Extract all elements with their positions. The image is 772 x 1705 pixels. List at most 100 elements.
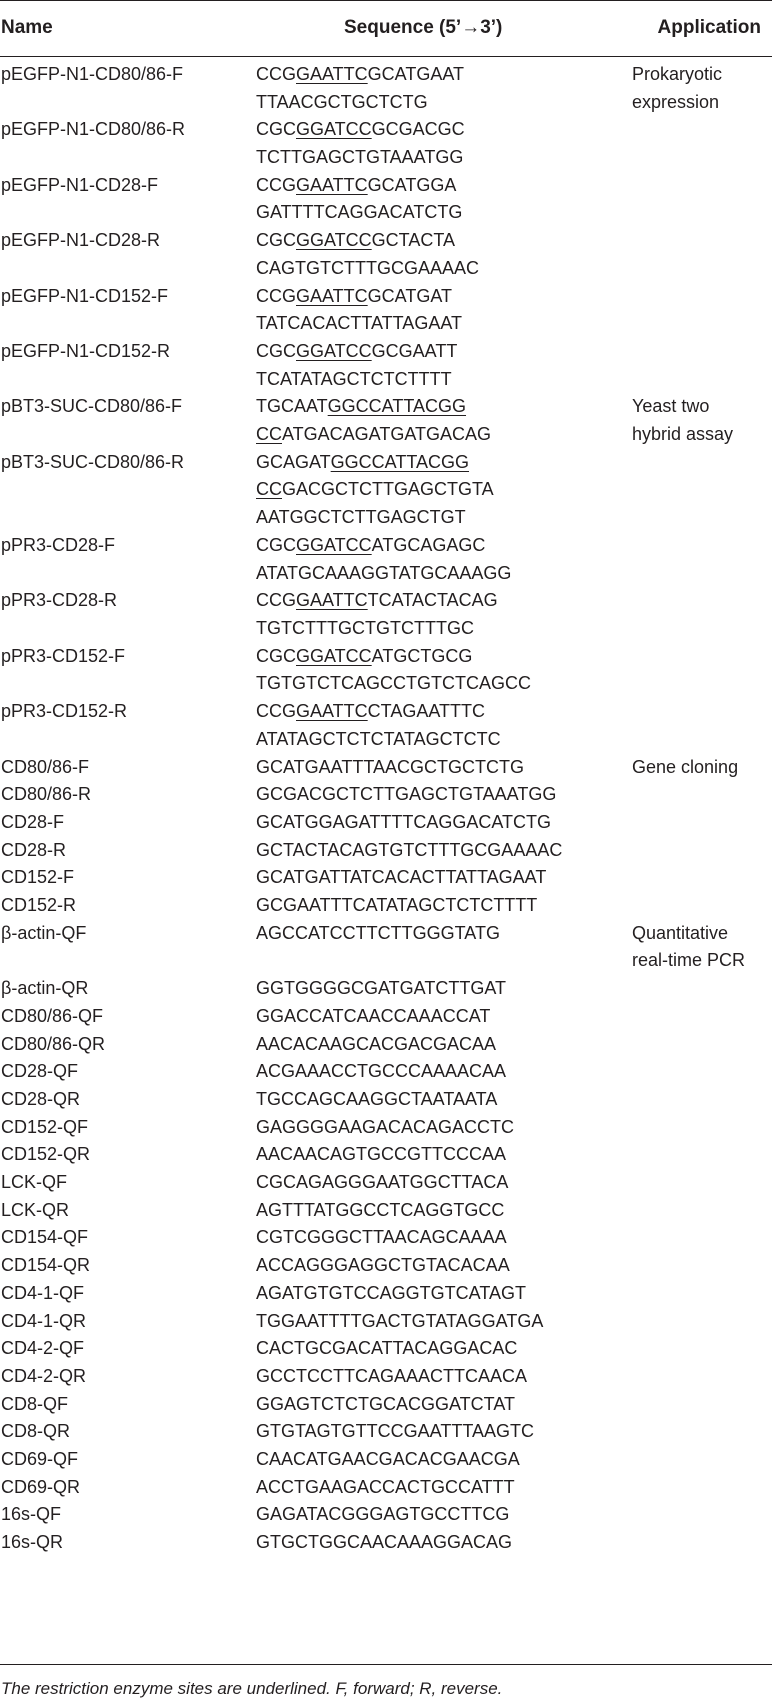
restriction-site: GGCCATTACGG xyxy=(327,396,467,417)
primer-sequence: GTGTAGTGTTCCGAATTTAAGTC xyxy=(256,1421,534,1442)
primer-name: CD154-QR xyxy=(1,1255,91,1276)
primer-name: pEGFP-N1-CD80/86-F xyxy=(1,64,184,84)
primer-name: pPR3-CD152-F xyxy=(1,645,126,666)
primer-sequence: GGTGGGGCGATGATCTTGAT xyxy=(256,978,506,999)
table-row: CD69-QF CAACATGAACGACACGAACGA xyxy=(0,1446,772,1474)
restriction-site: GGATCC xyxy=(296,119,372,140)
primer-sequence: CAACATGAACGACACGAACGA xyxy=(256,1449,520,1469)
primer-sequence: AACACAAGCACGACGACAA xyxy=(256,1033,497,1054)
primer-name: CD4-2-QF xyxy=(1,1338,85,1359)
header-name: Name xyxy=(1,17,53,38)
restriction-site: GAATTC xyxy=(296,590,368,611)
primer-sequence: GCGACGCTCTTGAGCTGTAAATGG xyxy=(256,784,557,805)
primer-name: CD152-QR xyxy=(1,1144,91,1165)
primer-name: CD80/86-R xyxy=(1,784,92,805)
primer-name: pBT3-SUC-CD80/86-F xyxy=(1,396,183,417)
primer-name: CD28-F xyxy=(1,811,65,832)
primer-name: CD28-QF xyxy=(1,1061,79,1082)
primer-sequence: GCATGGAGATTTTCAGGACATCTG xyxy=(256,811,551,832)
primer-sequence: ACCTGAAGACCACTGCCATTT xyxy=(256,1476,515,1497)
primer-sequence: GAGGGGAAGACACAGACCTC xyxy=(256,1116,515,1137)
primer-name: pEGFP-N1-CD28-F xyxy=(1,174,159,195)
application-label: Gene cloning xyxy=(632,756,739,777)
primer-name: CD69-QR xyxy=(1,1476,81,1497)
primer-sequence: GGAGTCTCTGCACGGATCTAT xyxy=(256,1393,515,1414)
primer-name: pEGFP-N1-CD152-F xyxy=(1,285,169,306)
primer-sequence: GTGCTGGCAACAAAGGACAG xyxy=(256,1532,513,1553)
primer-name: CD152-F xyxy=(1,867,75,888)
table-row: CD28-F GCATGGAGATTTTCAGGACATCTG xyxy=(0,809,772,837)
primer-sequence: TGGAATTTTGACTGTATAGGATGA xyxy=(256,1310,544,1331)
table-row: CD4-2-QF CACTGCGACATTACAGGACAC xyxy=(0,1335,772,1363)
table-row: CD152-QF GAGGGGAAGACACAGACCTC xyxy=(0,1114,772,1142)
primer-name: CD28-QR xyxy=(1,1088,81,1109)
primer-name: pBT3-SUC-CD80/86-R xyxy=(1,451,185,472)
primer-name: pEGFP-N1-CD28-R xyxy=(1,230,161,251)
table-row: CD80/86-F GCATGAATTTAACGCTGCTCTG Gene clon… xyxy=(0,754,772,782)
header-sequence: Sequence (5’→3’) xyxy=(344,17,503,38)
primer-sequence: CACTGCGACATTACAGGACAC xyxy=(256,1338,518,1359)
header-rule xyxy=(0,56,772,57)
primer-name: pPR3-CD152-R xyxy=(1,701,128,722)
primer-sequence: AGCCATCCTTCTTGGGTATG xyxy=(256,922,500,943)
table-footnote: The restriction enzyme sites are underli… xyxy=(1,1679,503,1698)
primer-name: 16s-QR xyxy=(1,1532,64,1553)
top-rule xyxy=(0,0,772,1)
restriction-site: GGATCC xyxy=(296,230,372,251)
restriction-site: GGATCC xyxy=(296,645,372,666)
primer-sequence: GCCTCCTTCAGAAACTTCAACA xyxy=(256,1365,528,1386)
primer-name: pPR3-CD28-F xyxy=(1,534,116,555)
primer-sequence: ACCAGGGAGGCTGTACACAA xyxy=(256,1255,510,1276)
primer-name: CD28-R xyxy=(1,839,67,860)
primer-name: CD152-QF xyxy=(1,1116,89,1137)
primer-sequence: GCGAATTTCATATAGCTCTCTTTT xyxy=(256,895,538,915)
primer-name: pEGFP-N1-CD152-R xyxy=(1,341,171,361)
table-row: CD152-F GCATGATTATCACACTTATTAGAAT xyxy=(0,864,772,892)
restriction-site: GGATCC xyxy=(296,341,372,361)
primer-name: CD154-QF xyxy=(1,1227,89,1248)
primer-name: β-actin-QR xyxy=(1,978,89,999)
primer-name: CD4-1-QR xyxy=(1,1310,87,1331)
primer-name: 16s-QF xyxy=(1,1504,62,1525)
table-row: CD154-QR ACCAGGGAGGCTGTACACAA xyxy=(0,1252,772,1280)
table-row: CD152-R GCGAATTTCATATAGCTCTCTTTT xyxy=(0,892,772,920)
primer-name: CD152-R xyxy=(1,895,77,915)
bottom-rule xyxy=(0,1664,772,1665)
primer-sequence: CGCAGAGGGAATGGCTTACA xyxy=(256,1172,509,1192)
primer-sequence: GCATGATTATCACACTTATTAGAAT xyxy=(256,867,547,888)
primer-sequence: TGCCAGCAAGGCTAATAATA xyxy=(256,1088,498,1109)
primer-name: CD80/86-QR xyxy=(1,1033,106,1054)
table-row: β-actin-QR GGTGGGGCGATGATCTTGAT xyxy=(0,975,772,1003)
primer-name: CD8-QF xyxy=(1,1393,68,1414)
primer-sequence: GCATGAATTTAACGCTGCTCTG xyxy=(256,756,524,777)
primer-name: CD69-QF xyxy=(1,1449,79,1469)
restriction-site: CC xyxy=(256,479,282,500)
primer-name: CD80/86-F xyxy=(1,756,90,777)
primer-sequence: AACAACAGTGCCGTTCCCAA xyxy=(256,1144,507,1165)
table-row: CD4-1-QR TGGAATTTTGACTGTATAGGATGA xyxy=(0,1308,772,1336)
